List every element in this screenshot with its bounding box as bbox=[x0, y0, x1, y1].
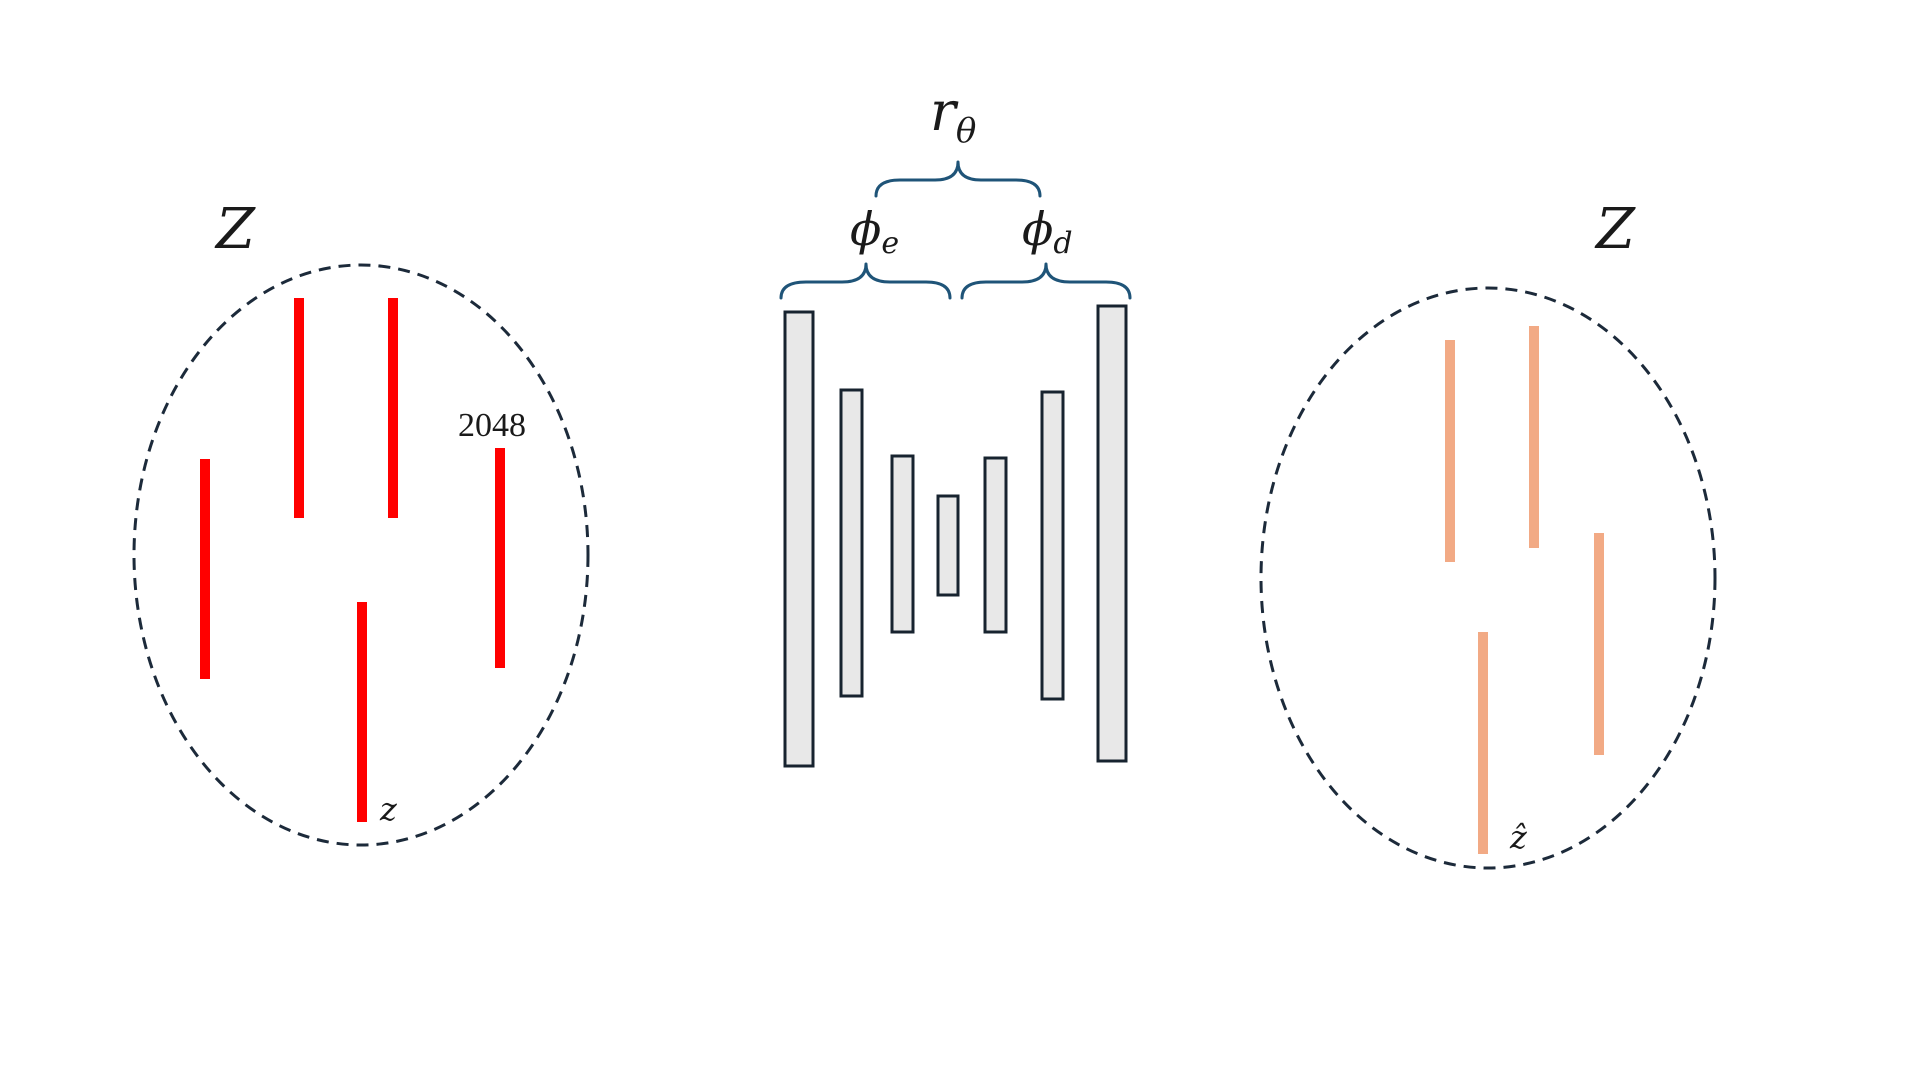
right-space-ellipse bbox=[1259, 286, 1717, 870]
right-vectors bbox=[1445, 326, 1604, 854]
decoder-label-main: ϕ bbox=[1022, 202, 1053, 256]
decoder-layers bbox=[983, 304, 1128, 763]
left-vector bbox=[294, 298, 304, 518]
right-vector bbox=[1594, 533, 1604, 755]
decoder-label: ϕd bbox=[1022, 202, 1073, 261]
bottleneck-layer bbox=[936, 494, 960, 597]
left-vector-z bbox=[357, 602, 367, 822]
encoder-layer bbox=[890, 454, 915, 634]
left-latent-space: Z 2048 z bbox=[132, 197, 590, 847]
encoder-label-main: ϕ bbox=[850, 202, 881, 256]
left-vector bbox=[200, 459, 210, 679]
top-brace bbox=[874, 160, 1042, 198]
right-vector bbox=[1445, 340, 1455, 562]
right-latent-space: Z ẑ bbox=[1259, 197, 1717, 870]
autoencoder-network: rθ ϕe ϕd bbox=[779, 80, 1132, 768]
decoder-layer bbox=[1096, 304, 1128, 763]
right-vector-zhat bbox=[1478, 632, 1488, 854]
decoder-brace bbox=[960, 262, 1132, 300]
vector-zhat-label: ẑ bbox=[1509, 818, 1528, 856]
decoder-layer bbox=[983, 456, 1008, 634]
top-label: rθ bbox=[930, 80, 976, 151]
left-vectors bbox=[200, 298, 505, 822]
top-label-sub: θ bbox=[956, 111, 976, 151]
left-space-label: Z bbox=[214, 197, 256, 262]
decoder-label-sub: d bbox=[1053, 226, 1072, 261]
encoder-brace bbox=[779, 262, 952, 300]
left-space-ellipse bbox=[132, 263, 590, 847]
right-space-label: Z bbox=[1594, 197, 1636, 262]
vector-z-label: z bbox=[379, 790, 398, 828]
encoder-layer bbox=[839, 388, 864, 698]
encoder-layer bbox=[783, 310, 815, 768]
right-vector bbox=[1529, 326, 1539, 548]
left-vector bbox=[495, 448, 505, 668]
left-vector bbox=[388, 298, 398, 518]
encoder-label-sub: e bbox=[881, 226, 899, 261]
top-label-main: r bbox=[930, 80, 959, 143]
encoder-layers bbox=[783, 310, 915, 768]
encoder-label: ϕe bbox=[850, 202, 899, 261]
decoder-layer bbox=[1040, 390, 1065, 701]
vector-dimension-label: 2048 bbox=[458, 407, 526, 444]
